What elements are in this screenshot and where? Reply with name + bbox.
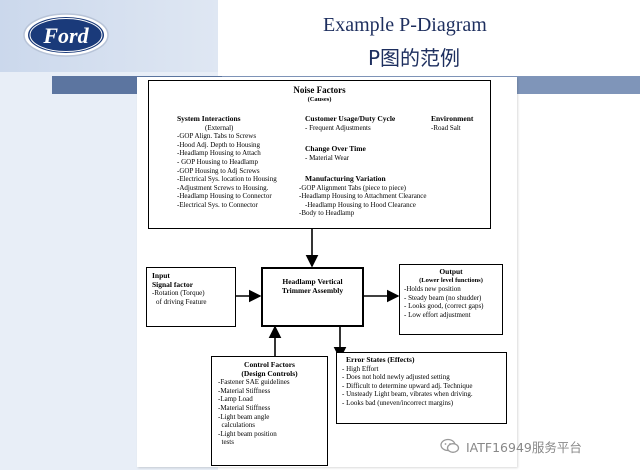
list-item: - Frequent Adjustments bbox=[305, 123, 371, 132]
list-item: -Hood Adj. Depth to Housing bbox=[177, 140, 261, 149]
error-states-title: Error States (Effects) bbox=[346, 355, 415, 364]
list-item: -Fastener SAE guidelines bbox=[218, 378, 290, 387]
system-box: Headlamp Vertical Trimmer Assembly bbox=[261, 267, 364, 327]
output-subtitle: (Lower level functions) bbox=[419, 276, 483, 284]
output-box: Output (Lower level functions) -Holds ne… bbox=[399, 264, 503, 335]
list-item: -GOP Align. Tabs to Screws bbox=[177, 132, 257, 141]
environment-section: Environment -Road Salt bbox=[431, 114, 474, 132]
title-band bbox=[218, 0, 640, 72]
list-item: - Unsteady Light beam, vibrates when dri… bbox=[342, 390, 473, 399]
system-interactions-note: (External) bbox=[205, 123, 234, 132]
design-controls-title: (Design Controls) bbox=[241, 368, 298, 378]
list-item: - Looks good, (correct gaps) bbox=[404, 302, 484, 311]
list-item: - Low effort adjustment bbox=[404, 310, 471, 319]
list-item: -Material Stiffness bbox=[218, 403, 271, 412]
control-factors-box: Control Factors (Design Controls) -Faste… bbox=[211, 356, 328, 466]
list-item: -Body to Headlamp bbox=[299, 209, 355, 218]
customer-usage-section: Customer Usage/Duty Cycle - Frequent Adj… bbox=[305, 114, 396, 132]
input-box: Input Signal factor -Rotation (Torque) o… bbox=[146, 267, 236, 327]
list-item: -Headlamp Housing to Connector bbox=[177, 192, 272, 201]
list-item: - Material Wear bbox=[305, 153, 350, 162]
ford-logo: Ford bbox=[23, 13, 109, 57]
list-item: - Steady beam (no shudder) bbox=[404, 293, 482, 302]
list-item: - Difficult to determine upward adj. Tec… bbox=[342, 381, 473, 390]
environment-heading: Environment bbox=[431, 114, 474, 123]
change-over-time-section: Change Over Time - Material Wear bbox=[305, 144, 366, 162]
list-item: tests bbox=[218, 438, 234, 447]
list-item: -Light beam position bbox=[218, 429, 277, 438]
list-item: -Light beam angle bbox=[218, 412, 270, 421]
list-item: -Road Salt bbox=[431, 123, 461, 132]
system-box-line2: Trimmer Assembly bbox=[281, 285, 344, 295]
list-item: -GOP Housing to Adj Screws bbox=[177, 166, 260, 175]
noise-factors-box: Noise Factors (Causes) System Interactio… bbox=[148, 80, 491, 229]
list-item: - GOP Housing to Headlamp bbox=[177, 157, 259, 166]
change-over-time-heading: Change Over Time bbox=[305, 144, 366, 153]
list-item: -Electrical Sys. to Connector bbox=[177, 200, 258, 209]
list-item: -Adjustment Screws to Housing. bbox=[177, 183, 269, 192]
watermark-text: IATF16949服务平台 bbox=[466, 439, 582, 455]
noise-title: Noise Factors bbox=[293, 85, 346, 95]
customer-usage-heading: Customer Usage/Duty Cycle bbox=[305, 114, 396, 123]
manufacturing-variation-heading: Manufacturing Variation bbox=[305, 174, 386, 183]
list-item: -Headlamp Housing to Attach bbox=[177, 149, 261, 158]
wechat-icon bbox=[440, 438, 460, 453]
slide-subtitle: P图的范例 bbox=[368, 46, 461, 70]
list-item: -Headlamp Housing to Hood Clearance bbox=[305, 200, 416, 209]
list-item: -Electrical Sys. location to Housing bbox=[177, 175, 277, 184]
ford-logo-text: Ford bbox=[42, 23, 89, 48]
noise-subtitle: (Causes) bbox=[307, 96, 332, 103]
output-title: Output bbox=[439, 267, 463, 276]
control-factors-title: Control Factors bbox=[244, 360, 295, 369]
list-item: - Does not hold newly adjusted setting bbox=[342, 373, 450, 382]
error-states-box: Error States (Effects) - High Effort - D… bbox=[336, 352, 507, 424]
manufacturing-variation-section: Manufacturing Variation -GOP Alignment T… bbox=[299, 174, 427, 218]
list-item: - Looks bad (uneven/incorrect margins) bbox=[342, 398, 454, 407]
system-interactions-section: System Interactions (External) -GOP Alig… bbox=[177, 114, 277, 210]
list-item: calculations bbox=[218, 421, 255, 430]
list-item: - High Effort bbox=[342, 364, 379, 373]
list-item: -GOP Alignment Tabs (piece to piece) bbox=[299, 183, 407, 192]
list-item: -Lamp Load bbox=[218, 395, 253, 404]
list-item: of driving Feature bbox=[156, 297, 207, 306]
system-box-line1: Headlamp Vertical bbox=[282, 277, 343, 286]
list-item: -Headlamp Housing to Attachment Clearanc… bbox=[299, 192, 427, 201]
list-item: -Holds new position bbox=[404, 285, 461, 294]
watermark: IATF16949服务平台 bbox=[440, 435, 635, 457]
input-title: Input bbox=[152, 271, 170, 280]
list-item: -Rotation (Torque) bbox=[152, 289, 205, 298]
signal-factor-title: Signal factor bbox=[152, 279, 194, 289]
system-interactions-heading: System Interactions bbox=[177, 114, 241, 123]
slide-title: Example P-Diagram bbox=[323, 14, 487, 36]
list-item: -Material Stiffness bbox=[218, 386, 271, 395]
